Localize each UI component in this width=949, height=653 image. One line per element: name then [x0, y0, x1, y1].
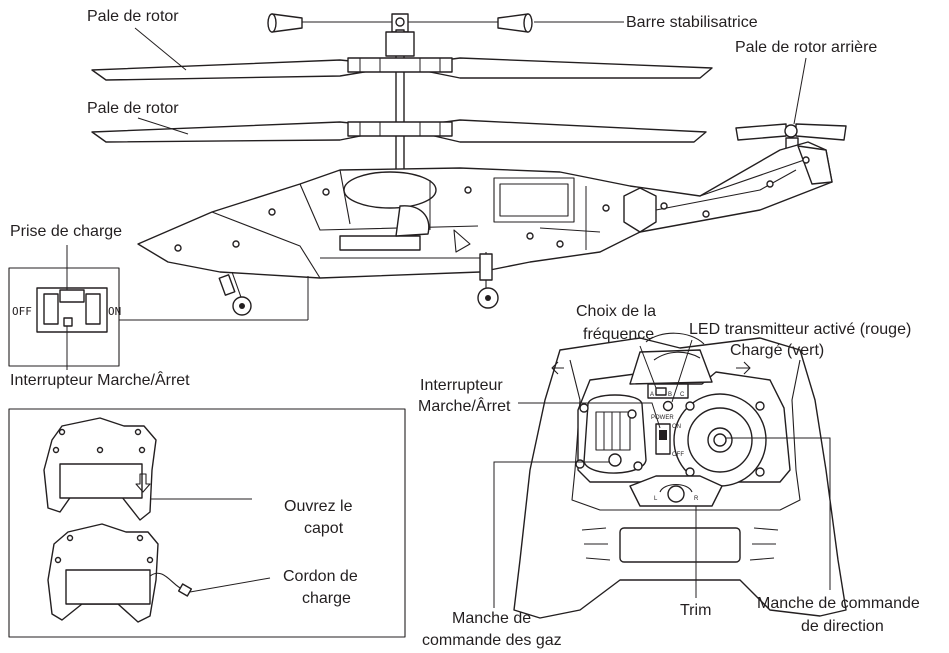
trim-r-label: R: [694, 496, 699, 502]
label-choix-1: Choix de la: [576, 303, 656, 320]
label-on: ON: [108, 305, 121, 318]
switch-off-label: OFF: [672, 452, 684, 458]
lower-rotor-blade: [91, 119, 707, 143]
direction-stick-knob: [713, 433, 727, 447]
remote-back-bottom: [47, 523, 193, 623]
freq-label-a: A: [650, 392, 654, 398]
charge-socket-detail: [8, 245, 309, 370]
remote-back-top: [43, 417, 157, 521]
label-prise-de-charge: Prise de charge: [10, 223, 122, 240]
trim-l-label: L: [654, 496, 658, 502]
label-led-2: Chargé (vert): [730, 342, 824, 359]
label-trim: Trim: [680, 602, 711, 619]
power-led: [662, 400, 674, 412]
label-ouvrez-1: Ouvrez le: [284, 498, 353, 515]
transmitter: [513, 332, 847, 619]
body-rivets: [174, 156, 810, 252]
leader-led: [671, 339, 693, 403]
label-inter-tx-2: Marche/Ârret: [418, 396, 511, 415]
rotor-head: [385, 31, 415, 57]
label-direction-1: Manche de commande: [757, 595, 920, 612]
arrow-left-icon: [551, 361, 564, 375]
landing-gear: [218, 252, 499, 316]
battery-cover-box: [8, 408, 406, 638]
label-inter-tx-1: Interrupteur: [420, 377, 503, 394]
tail-rotor: [735, 123, 847, 155]
freq-label-c: C: [680, 392, 685, 398]
leader-manche-gaz: [493, 461, 609, 608]
helicopter-body: [137, 141, 833, 279]
arrow-right-icon: [736, 361, 751, 375]
upper-rotor-blade: [91, 57, 713, 81]
label-pale-arriere: Pale de rotor arrière: [735, 39, 877, 56]
leader-pale-arriere: [793, 57, 807, 125]
label-led-1: LED transmitteur activé (rouge): [689, 321, 911, 338]
label-direction-2: de direction: [801, 618, 884, 635]
leader-pale-rotor-bottom: [137, 117, 189, 135]
label-choix-2: fréquence: [583, 326, 654, 343]
label-gaz-1: Manche de: [452, 610, 531, 627]
label-gaz-2: commande des gaz: [422, 632, 562, 649]
switch-on-label: ON: [672, 424, 681, 430]
leader-cordon: [189, 577, 271, 593]
label-ouvrez-2: capot: [304, 520, 344, 537]
leader-pale-rotor-top: [134, 27, 187, 71]
label-pale-rotor-bottom: Pale de rotor: [87, 100, 179, 117]
leader-inter-tx: [518, 402, 661, 429]
freq-label-b: B: [668, 392, 672, 398]
trim-knob: [667, 485, 685, 503]
flybar: [267, 13, 533, 33]
label-barre-stabilisatrice: Barre stabilisatrice: [626, 14, 758, 31]
leader-choix-frequence: [639, 345, 657, 389]
throttle-stick-knob: [608, 453, 622, 467]
leader-manche-direction: [726, 437, 831, 590]
label-pale-rotor-top: Pale de rotor: [87, 8, 179, 25]
label-interrupteur-heli: Interrupteur Marche/Ârret: [10, 370, 190, 389]
label-off: OFF: [12, 305, 32, 318]
power-led-label: POWER: [651, 415, 674, 421]
label-cordon-1: Cordon de: [283, 568, 358, 585]
label-cordon-2: charge: [302, 590, 351, 607]
